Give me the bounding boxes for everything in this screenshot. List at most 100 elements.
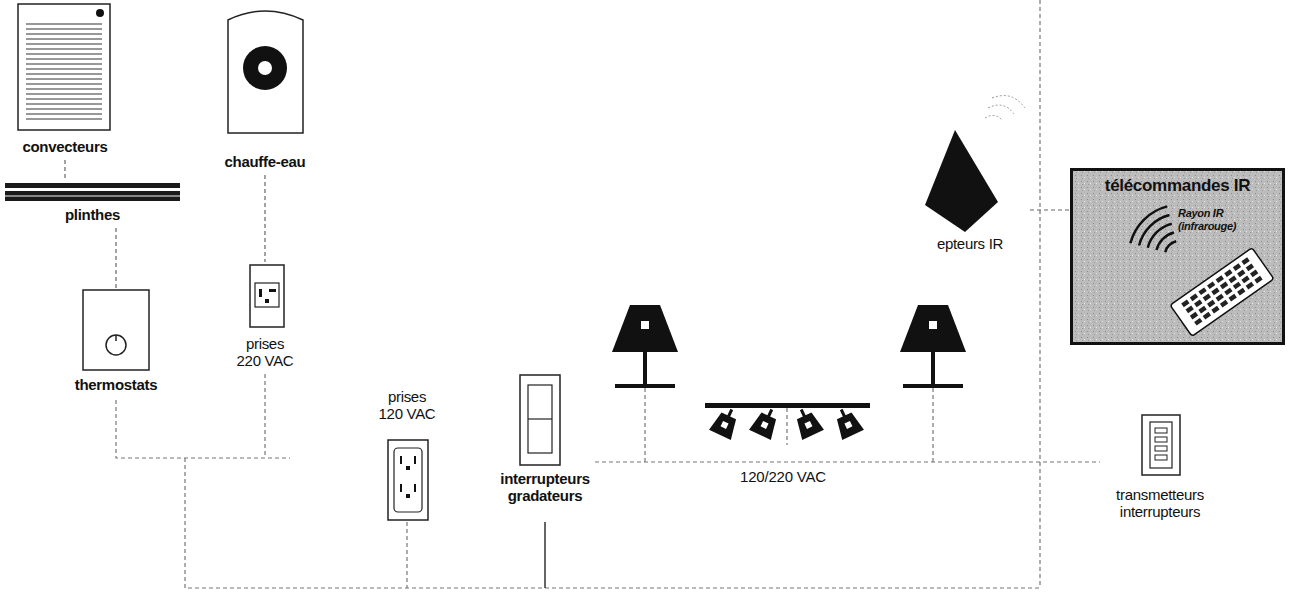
outlet-220-icon xyxy=(265,299,269,303)
ir-receptor-icon xyxy=(985,96,1025,120)
node-label: télécommandes IR xyxy=(1075,176,1280,195)
remote-panel xyxy=(1186,306,1194,314)
convector-icon xyxy=(26,119,102,120)
outlet-220-icon xyxy=(255,283,279,307)
outlet-120-icon xyxy=(400,484,402,492)
node-label: chauffe-eau xyxy=(220,153,310,170)
track-light-icon xyxy=(721,421,729,429)
remote-panel xyxy=(1170,248,1274,336)
outlet-120-icon xyxy=(394,448,422,512)
node-label: interrupteurs gradateurs xyxy=(492,470,598,504)
convector-node: convecteurs xyxy=(9,0,121,160)
baseboard-icon xyxy=(5,183,180,201)
convector-icon xyxy=(26,29,102,30)
remote-panel xyxy=(1190,312,1198,320)
dimmer-switch-icon xyxy=(520,375,560,465)
convector-icon xyxy=(26,104,102,105)
node-label: thermostats xyxy=(61,376,171,393)
water-heater-icon xyxy=(258,61,272,75)
remote-panel xyxy=(1216,294,1224,302)
ir-receptor-node: epteurs IR xyxy=(910,125,1030,260)
remote-panel xyxy=(1246,263,1254,271)
node-label: convecteurs xyxy=(11,138,119,155)
track-light-icon xyxy=(833,411,864,440)
wire-link xyxy=(264,175,265,262)
transmitter-switch-icon xyxy=(1155,437,1167,442)
remote-panel xyxy=(1155,231,1174,250)
convector-icon xyxy=(26,39,102,40)
remote-panel xyxy=(1164,240,1177,253)
remote-panel xyxy=(1194,318,1202,326)
transmitter-switch-icon xyxy=(1155,455,1167,460)
lamp-icon xyxy=(900,305,966,352)
wiring xyxy=(116,400,290,458)
convector-icon xyxy=(26,89,102,90)
outlet-220-node: prises 220 VAC xyxy=(225,262,305,374)
wiring xyxy=(264,374,265,458)
remote-panel xyxy=(1229,294,1237,302)
outlet-120-icon xyxy=(388,440,428,520)
remote-panel xyxy=(1254,276,1262,284)
lamp-icon xyxy=(931,352,935,384)
remote-panel xyxy=(1207,300,1215,308)
remote-panel xyxy=(1241,257,1249,265)
convector-icon xyxy=(26,49,102,50)
convector-icon xyxy=(26,74,102,75)
remote-panel xyxy=(1181,299,1189,307)
wire-link xyxy=(1030,209,1070,210)
track-light-icon xyxy=(709,411,740,440)
remote-panel xyxy=(1211,306,1219,314)
convector-icon xyxy=(26,109,102,110)
convector-icon xyxy=(26,99,102,100)
ir-receptor-icon xyxy=(925,130,998,232)
track-light-icon xyxy=(709,404,743,440)
convector-icon xyxy=(18,4,110,130)
remote-panel xyxy=(1220,282,1228,290)
wiring xyxy=(406,522,407,588)
track-light-icon xyxy=(705,403,870,440)
transmitter-node: transmetteurs interrupteurs xyxy=(1100,412,1220,524)
remote-panel xyxy=(1070,168,1285,345)
remote-panel xyxy=(1216,275,1224,283)
outlet-220-icon xyxy=(250,265,284,327)
remote-panel xyxy=(1207,281,1215,289)
wiring xyxy=(644,388,645,462)
thermostat-node: thermostats xyxy=(59,288,173,400)
lamp-icon xyxy=(612,305,678,352)
wiring xyxy=(786,408,787,445)
thermostat-icon xyxy=(83,290,149,370)
wire-link xyxy=(115,228,116,288)
remote-panel xyxy=(1237,288,1245,296)
baseboard-node: plinthes xyxy=(5,180,180,228)
node-note: Rayon IR (infrarouge) xyxy=(1178,207,1258,233)
remote-panel xyxy=(1203,312,1211,320)
water-heater-icon xyxy=(228,11,303,133)
switch-wire xyxy=(544,522,546,588)
track-light-icon xyxy=(830,404,864,440)
track-light-icon xyxy=(804,421,812,429)
outlet-220-icon xyxy=(250,265,284,327)
remote-panel xyxy=(1129,205,1167,243)
water-heater-icon xyxy=(243,46,287,90)
outlet-220-icon xyxy=(269,289,276,292)
convector-icon xyxy=(26,34,102,35)
baseboard-icon xyxy=(5,188,180,191)
track-light-icon xyxy=(844,421,852,429)
outlet-120-icon xyxy=(406,494,410,498)
convector-icon xyxy=(26,84,102,85)
node-label: prises 120 VAC xyxy=(374,388,440,422)
transmitter-switch-icon xyxy=(1155,446,1167,451)
outlet-120-icon xyxy=(400,456,402,464)
outlet-120-node: prises 120 VAC xyxy=(372,388,442,522)
convector-icon xyxy=(18,4,110,130)
outlet-220-icon xyxy=(259,289,262,297)
track-light-icon xyxy=(793,411,824,440)
outlet-120-icon xyxy=(414,456,416,464)
lamp-icon xyxy=(615,384,675,388)
ir-receptor-icon xyxy=(985,115,1002,120)
remote-panel xyxy=(1181,257,1262,325)
wire-link xyxy=(64,160,65,180)
convector-icon xyxy=(26,64,102,65)
